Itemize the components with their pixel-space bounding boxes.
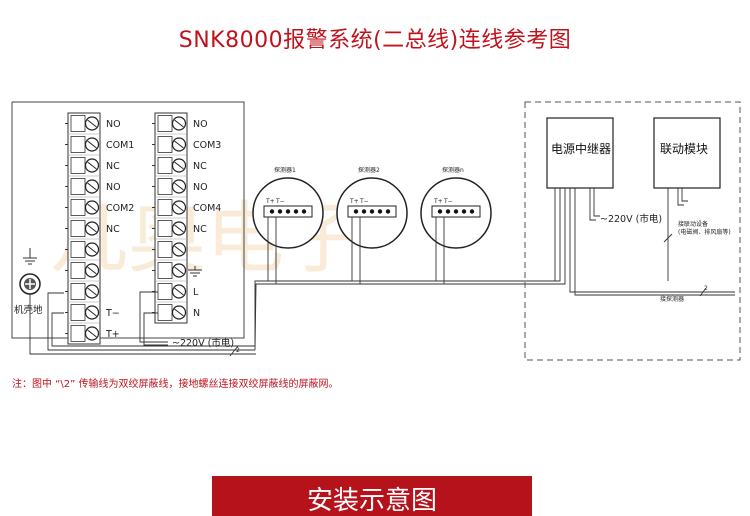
- terminal-block: [70, 199, 86, 216]
- link-module-label: 联动模块: [660, 142, 708, 156]
- detector-pin-label: T−: [275, 198, 285, 205]
- power-relay-box: [546, 117, 614, 189]
- terminal-label: T−: [105, 308, 120, 319]
- terminal-block: [157, 220, 173, 237]
- remote-area-frame: [524, 101, 741, 361]
- detector-pin-label: T+: [265, 198, 275, 205]
- detector-pin-label: T+: [349, 198, 359, 205]
- chassis-ground-screw-icon: [19, 273, 41, 295]
- detector-label: 探测器1: [274, 166, 296, 174]
- section-banner: 安装示意图: [212, 476, 532, 516]
- page-title: SNK8000报警系统(二总线)连线参考图: [178, 28, 572, 53]
- terminal-block: [70, 115, 86, 132]
- controller-frame: [11, 101, 245, 339]
- terminal-label: T+: [105, 329, 120, 340]
- terminal-label: COM3: [193, 140, 221, 151]
- link-device-label: 接联动设备: [678, 220, 708, 228]
- terminal-block: [70, 304, 86, 321]
- terminal-block: [70, 157, 86, 174]
- terminal-label: NO: [193, 119, 208, 130]
- link-device-sub-label: (电磁阀、排风扇等): [678, 228, 731, 236]
- terminal-block: [70, 325, 86, 342]
- ground-icon: [23, 248, 202, 277]
- terminal-label: NO: [106, 182, 121, 193]
- detector-pin-label: T+: [433, 198, 443, 205]
- terminal-block: [70, 262, 86, 279]
- chassis-ground-label: 机壳地: [14, 304, 43, 316]
- terminal-label: L: [193, 287, 199, 298]
- terminal-block: [70, 220, 86, 237]
- controller-wiring: [29, 291, 256, 357]
- terminal-label: NC: [106, 161, 120, 172]
- detector-conn-label: 接探测器: [660, 295, 684, 303]
- terminal-block: [157, 178, 173, 195]
- relay-wiring: [589, 188, 688, 281]
- terminal-block: [157, 157, 173, 174]
- relay-power-label: ~220V (市电): [600, 213, 662, 225]
- mains-power-label: ~220V (市电): [172, 337, 234, 349]
- detector-pin-label: T−: [443, 198, 453, 205]
- terminal-block: [157, 115, 173, 132]
- terminal-block: [157, 262, 173, 279]
- footnote: 注：图中 “\2” 传输线为双绞屏蔽线，接地螺丝连接双绞屏蔽线的屏蔽网。: [12, 379, 339, 390]
- terminal-label: NC: [193, 161, 207, 172]
- terminal-block: [70, 283, 86, 300]
- terminal-block: [157, 199, 173, 216]
- detector-pin-label: T−: [359, 198, 369, 205]
- terminal-label: COM2: [106, 203, 134, 214]
- terminal-block: [157, 241, 173, 258]
- terminal-label: NO: [193, 182, 208, 193]
- terminal-label: NC: [193, 224, 207, 235]
- terminal-label: N: [193, 308, 200, 319]
- link-module-box: [653, 117, 721, 189]
- detector-label: 探测器2: [358, 166, 380, 174]
- bus-line: [254, 188, 735, 351]
- terminal-label: NO: [106, 119, 121, 130]
- terminal-block: [157, 304, 173, 321]
- terminal-block: [70, 136, 86, 153]
- wire-mark: 2: [236, 347, 240, 354]
- detector-label: 探测器n: [442, 166, 464, 174]
- terminal-block: [157, 136, 173, 153]
- terminal-block: [70, 241, 86, 258]
- bus-wire-mark: 2: [704, 285, 708, 292]
- terminal-label: COM1: [106, 140, 134, 151]
- terminal-label: COM4: [193, 203, 221, 214]
- terminal-block: [157, 283, 173, 300]
- power-relay-label: 电源中继器: [551, 141, 611, 156]
- terminal-block: [70, 178, 86, 195]
- terminal-label: NC: [106, 224, 120, 235]
